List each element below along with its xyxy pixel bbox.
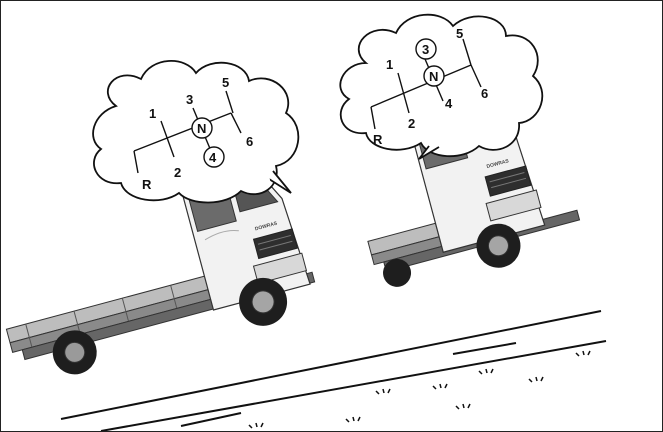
right-gear-1: 1 [386,57,393,72]
left-gear-5: 5 [222,75,229,90]
left-gear-bubble: R 1 2 3 N 4 5 6 [93,61,298,203]
right-gear-4: 4 [445,96,453,111]
right-gear-bubble: R 1 2 3 N 4 5 6 [340,15,542,159]
grass-marks [249,351,590,428]
left-gear-n: N [197,121,206,136]
right-gear-3: 3 [422,42,429,57]
right-gear-r: R [373,132,383,147]
right-gear-6: 6 [481,86,488,101]
road-dash-right [453,343,516,354]
left-gear-3: 3 [186,92,193,107]
left-gear-2: 2 [174,165,181,180]
right-gear-2: 2 [408,116,415,131]
left-gear-4: 4 [209,150,217,165]
left-gear-r: R [142,177,152,192]
left-gear-6: 6 [246,134,253,149]
road [61,311,606,431]
right-bubble-cloud [340,15,542,157]
right-gear-5: 5 [456,26,463,41]
right-gear-n: N [429,69,438,84]
left-gear-1: 1 [149,106,156,121]
